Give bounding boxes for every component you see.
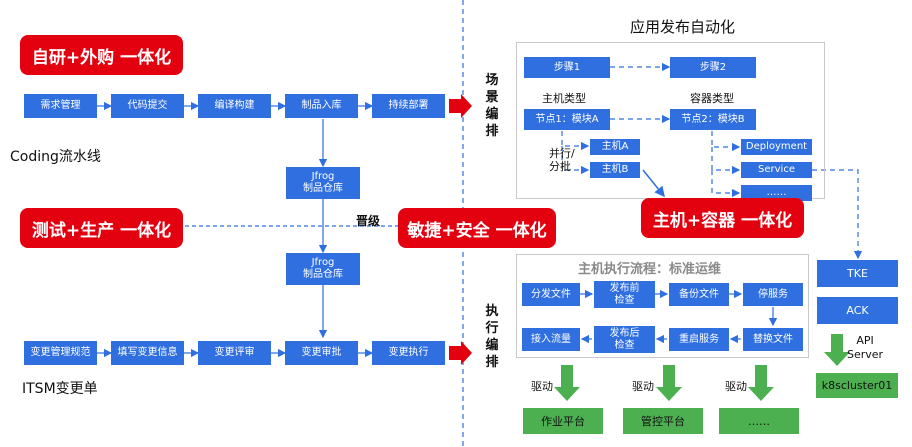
jfrog-repo-top: Jfrog 制品仓库 <box>286 167 360 199</box>
pipeline-bottom-step: 变更审批 <box>285 341 358 365</box>
pipeline-bottom-step: 变更执行 <box>372 341 445 365</box>
step-box: 步骤1 <box>524 57 610 78</box>
platform-box: 管控平台 <box>623 408 703 434</box>
host-b-box: 主机B <box>590 162 640 178</box>
pipeline-bottom-step: 变更评审 <box>198 341 271 365</box>
upgrade-label: 晋级 <box>356 214 381 228</box>
host-step: 替换文件 <box>743 328 803 351</box>
pipeline-top-step: 持续部署 <box>372 94 445 118</box>
drive-label: 驱动 <box>632 380 654 393</box>
pipeline-top-step: 需求管理 <box>24 94 97 118</box>
pipeline-bottom-step: 填写变更信息 <box>111 341 184 365</box>
drive-label: 驱动 <box>725 380 747 393</box>
badge-host-container: 主机+容器 一体化 <box>641 198 804 238</box>
container-type-label: 容器类型 <box>690 92 734 105</box>
pipeline-top-step: 编译构建 <box>198 94 271 118</box>
host-flow-frame <box>516 254 809 358</box>
host-flow-arrows <box>580 289 778 344</box>
host-step: 接入流量 <box>522 328 580 351</box>
host-step: 备份文件 <box>669 283 729 306</box>
step-box: 步骤2 <box>670 57 756 78</box>
host-step: 分发文件 <box>522 283 580 306</box>
host-step: 停服务 <box>743 283 803 306</box>
server-line: Server <box>847 348 884 361</box>
host-step: 重启服务 <box>669 328 729 351</box>
jfrog-sublabel: 制品仓库 <box>303 269 343 280</box>
deployment-box: Deployment <box>741 139 812 155</box>
more-box: …… <box>741 185 812 201</box>
jfrog-label: Jfrog <box>311 171 335 182</box>
exec-orchestration-label: 执行编排 <box>485 304 499 370</box>
jfrog-label: Jfrog <box>311 257 335 268</box>
api-server-label: API Server <box>847 334 883 362</box>
release-title: 应用发布自动化 <box>630 18 736 36</box>
host-a-box: 主机A <box>590 139 640 155</box>
platform-box: …… <box>719 408 799 434</box>
node2-box: 节点2：模块B <box>670 109 756 130</box>
pipeline-top-step: 代码提交 <box>111 94 184 118</box>
pipeline-bottom-step: 变更管理规范 <box>24 341 97 365</box>
ack-box: ACK <box>817 297 898 324</box>
service-box: Service <box>741 162 812 178</box>
release-arrows <box>561 62 863 260</box>
drive-arrows <box>554 334 850 401</box>
batch-line: 分批 <box>549 160 571 173</box>
jfrog-repo-bottom: Jfrog 制品仓库 <box>286 253 360 285</box>
api-line: API <box>856 334 874 347</box>
hostb-arrow <box>642 169 665 198</box>
node1-box: 节点1：模块A <box>524 109 610 130</box>
host-type-label: 主机类型 <box>542 92 586 105</box>
badge-agile-secure: 敏捷+安全 一体化 <box>398 208 556 248</box>
k8s-cluster-box: k8scluster01 <box>816 373 898 398</box>
red-arrow-top <box>449 94 472 118</box>
tke-box: TKE <box>817 260 898 287</box>
jfrog-sublabel: 制品仓库 <box>303 183 343 194</box>
badge-test-prod: 测试+生产 一体化 <box>20 208 183 248</box>
host-step: 发布前检查 <box>594 281 655 308</box>
scene-orchestration-label: 场景编排 <box>485 73 499 139</box>
platform-box: 作业平台 <box>523 408 603 434</box>
parallel-line: 并行/ <box>549 147 575 160</box>
parallel-batch-label: 并行/ 分批 <box>549 147 575 173</box>
badge-self-outsource: 自研+外购 一体化 <box>20 35 183 75</box>
pipeline-top-step: 制品入库 <box>285 94 358 118</box>
red-arrow-bottom <box>449 341 472 365</box>
host-step: 发布后检查 <box>594 326 655 353</box>
host-flow-title: 主机执行流程：标准运维 <box>578 262 722 277</box>
itsm-title: ITSM变更单 <box>22 381 98 397</box>
coding-pipeline-title: Coding流水线 <box>10 149 101 165</box>
drive-label: 驱动 <box>531 380 553 393</box>
